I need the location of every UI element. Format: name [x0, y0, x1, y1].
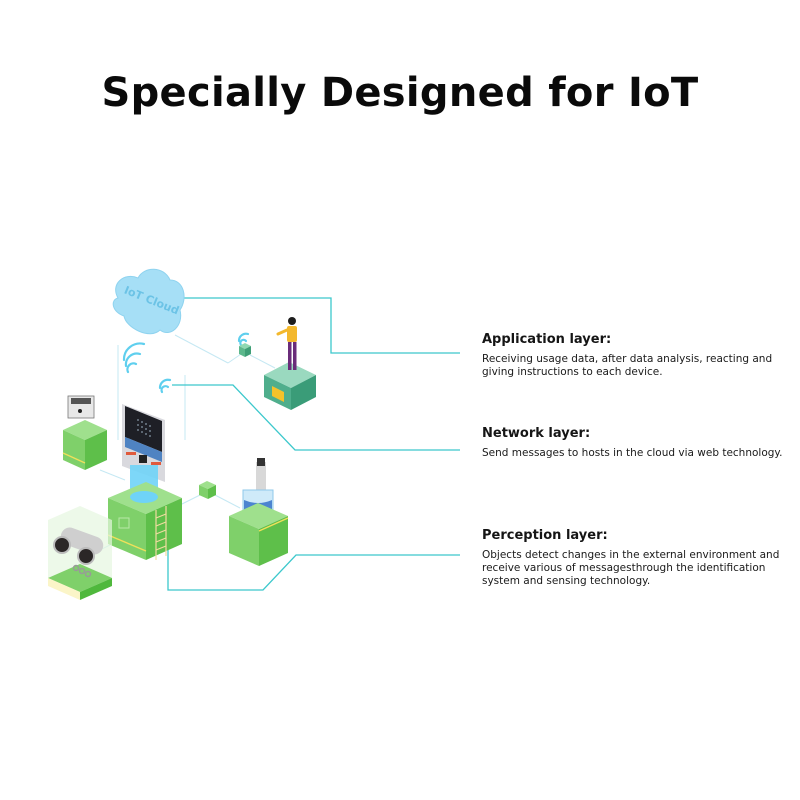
network-layer-heading: Network layer:: [482, 426, 591, 441]
sensor-module-cube-icon: [62, 395, 107, 470]
perception-layer-heading: Perception layer:: [482, 528, 608, 543]
cloud-icon: IoT Cloud: [112, 268, 185, 335]
application-layer-section: Application layer: Receiving usage data,…: [482, 332, 792, 379]
application-layer-description: Receiving usage data, after data analysi…: [482, 353, 773, 378]
perception-layer-description: Objects detect changes in the external e…: [482, 549, 780, 587]
ultrasonic-sensor-icon: [48, 506, 112, 600]
water-sensor-beaker-icon: [229, 458, 289, 566]
page-title: Specially Designed for IoT: [101, 70, 699, 116]
application-layer-heading: Application layer:: [482, 332, 612, 347]
connector-perception: [167, 545, 460, 591]
small-cube-icon: [199, 481, 216, 499]
connector-lines: [167, 297, 460, 591]
microbit-board-icon: [122, 404, 165, 482]
main-controller-cube-icon: [107, 465, 182, 560]
perception-layer-section: Perception layer: Objects detect changes…: [482, 528, 792, 588]
wifi-icon: [122, 332, 250, 394]
network-layer-description: Send messages to hosts in the cloud via …: [482, 447, 783, 459]
router-cube-icon: [239, 343, 251, 357]
connector-network: [172, 384, 460, 451]
network-layer-section: Network layer: Send messages to hosts in…: [482, 426, 792, 460]
connector-application: [175, 297, 460, 354]
user-on-pedestal-icon: [264, 317, 316, 410]
